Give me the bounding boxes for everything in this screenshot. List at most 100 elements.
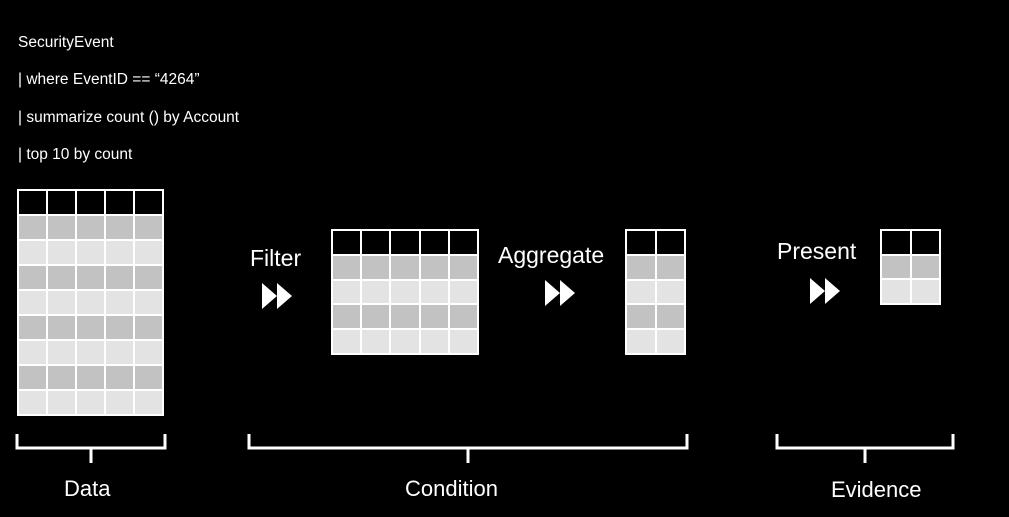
table-cell (656, 330, 684, 353)
query-line-summarize: | summarize count () by Account (18, 109, 240, 126)
table-header-cell (656, 231, 684, 254)
table-cell (627, 280, 655, 304)
table-header-cell (106, 191, 133, 214)
table-cell (106, 216, 133, 239)
fast-forward-icon (810, 278, 840, 304)
table-cell (77, 216, 104, 239)
table-cell (911, 255, 939, 279)
table-cell (106, 341, 133, 364)
aggregate-step-label: Aggregate (498, 242, 605, 268)
table-cell (911, 280, 939, 303)
table-header-cell (911, 231, 939, 254)
table-cell (106, 291, 133, 314)
query-line-where: | where EventID == “4264” (18, 71, 200, 88)
table-cell (48, 216, 75, 239)
table-cell (77, 341, 104, 364)
table-header-cell (420, 231, 448, 254)
table-header-cell (333, 231, 361, 254)
table-header-cell (449, 231, 477, 254)
table-cell (449, 330, 477, 353)
table-cell (135, 391, 162, 414)
table-cell (48, 391, 75, 414)
evidence-table (880, 229, 941, 305)
aggregated-table (625, 229, 686, 355)
table-cell (106, 241, 133, 264)
filter-step-label: Filter (250, 245, 302, 271)
table-header-cell (362, 231, 390, 254)
table-cell (77, 266, 104, 289)
condition-bracket-label: Condition (405, 476, 498, 501)
table-cell (19, 266, 46, 289)
table-cell (882, 280, 910, 303)
data-bracket (15, 434, 167, 463)
table-cell (106, 366, 133, 389)
table-cell (77, 391, 104, 414)
table-cell (333, 280, 361, 304)
table-cell (135, 316, 162, 339)
evidence-bracket-label: Evidence (831, 477, 922, 502)
table-cell (135, 341, 162, 364)
table-cell (333, 255, 361, 279)
table-cell (19, 341, 46, 364)
table-cell (135, 366, 162, 389)
table-cell (420, 280, 448, 304)
table-cell (449, 280, 477, 304)
table-cell (627, 255, 655, 279)
table-cell (48, 316, 75, 339)
table-cell (135, 216, 162, 239)
table-cell (77, 366, 104, 389)
table-cell (627, 305, 655, 329)
table-cell (391, 255, 419, 279)
table-cell (362, 255, 390, 279)
fast-forward-icon (545, 280, 575, 306)
filtered-table (331, 229, 479, 355)
table-header-cell (135, 191, 162, 214)
table-cell (19, 316, 46, 339)
table-cell (106, 316, 133, 339)
present-step-label: Present (777, 238, 857, 264)
table-header-cell (391, 231, 419, 254)
table-cell (362, 330, 390, 353)
table-cell (19, 291, 46, 314)
table-cell (48, 341, 75, 364)
table-cell (19, 391, 46, 414)
table-cell (882, 255, 910, 279)
table-header-cell (882, 231, 910, 254)
table-cell (656, 305, 684, 329)
data-table (17, 189, 164, 416)
table-cell (19, 216, 46, 239)
table-cell (391, 330, 419, 353)
table-cell (391, 305, 419, 329)
table-cell (135, 291, 162, 314)
table-cell (77, 291, 104, 314)
table-cell (106, 266, 133, 289)
table-header-cell (48, 191, 75, 214)
table-cell (449, 305, 477, 329)
table-cell (48, 266, 75, 289)
table-cell (77, 241, 104, 264)
table-cell (48, 241, 75, 264)
evidence-bracket (775, 434, 955, 463)
query-line-top: | top 10 by count (18, 146, 133, 163)
table-cell (19, 366, 46, 389)
table-cell (656, 280, 684, 304)
table-cell (362, 280, 390, 304)
query-line-source: SecurityEvent (18, 34, 114, 51)
table-cell (135, 266, 162, 289)
table-cell (656, 255, 684, 279)
table-cell (48, 291, 75, 314)
table-header-cell (19, 191, 46, 214)
table-cell (77, 316, 104, 339)
table-cell (420, 305, 448, 329)
fast-forward-icon (262, 283, 292, 309)
table-cell (449, 255, 477, 279)
table-cell (420, 330, 448, 353)
table-header-cell (77, 191, 104, 214)
table-cell (627, 330, 655, 353)
table-cell (362, 305, 390, 329)
data-bracket-label: Data (64, 476, 111, 501)
table-cell (135, 241, 162, 264)
table-cell (48, 366, 75, 389)
table-cell (333, 330, 361, 353)
table-cell (391, 280, 419, 304)
